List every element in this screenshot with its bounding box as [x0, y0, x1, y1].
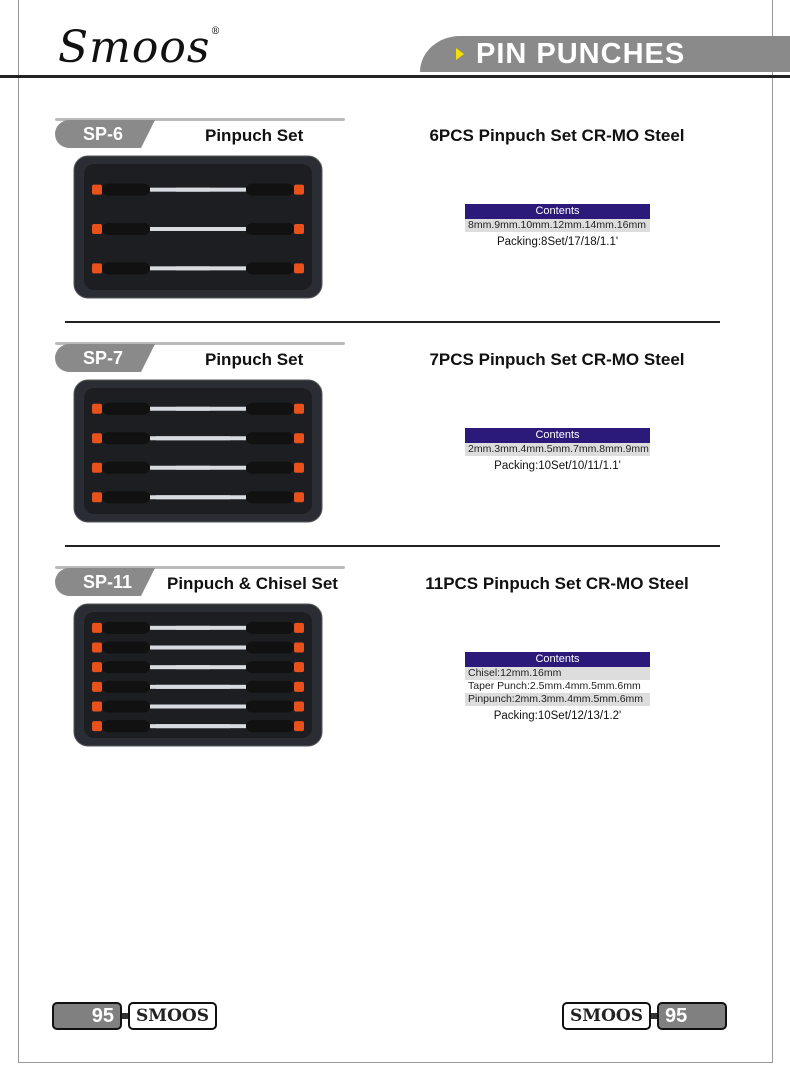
contents-header: Contents — [465, 428, 650, 443]
pin-punch — [176, 621, 304, 634]
product-image — [73, 379, 323, 523]
product-image — [73, 155, 323, 299]
contents-table: Contents 2mm.3mm.4mm.5mm.7mm.8mm.9mm — [465, 428, 650, 456]
product-name: Pinpuch & Chisel Set — [167, 574, 338, 593]
pin-punch — [156, 680, 304, 693]
pin-punch — [176, 461, 304, 474]
pin-punch — [156, 223, 304, 235]
page-border-bottom — [18, 1062, 773, 1063]
product-name: Pinpuch Set — [205, 350, 304, 369]
contents-row: Taper Punch:2.5mm.4mm.5mm.6mm — [468, 680, 641, 692]
banner-title: PIN PUNCHES — [476, 37, 686, 70]
product-title: 7PCS Pinpuch Set CR-MO Steel — [429, 350, 685, 369]
footer-brand: SMOOS — [128, 1002, 217, 1030]
footer-right: SMOOS 95 — [562, 1002, 727, 1030]
header-rule — [0, 75, 790, 78]
contents-row: Pinpunch:2mm.3mm.4mm.5mm.6mm — [465, 693, 650, 706]
section-divider — [65, 545, 720, 547]
page-border-right — [772, 0, 773, 1062]
product-sp-6: SP-6 Pinpuch Set 6PCS Pinpuch Set CR-MO S… — [0, 118, 790, 342]
product-tab: SP-7 Pinpuch Set — [55, 342, 345, 372]
product-sp-11: SP-11 Pinpuch & Chisel Set 11PCS Pinpuch … — [0, 566, 790, 790]
pin-punch — [156, 432, 304, 445]
pin-punch — [176, 700, 304, 713]
smoos-logo: Smoos® — [58, 22, 222, 73]
page-number: 95 — [657, 1002, 727, 1030]
contents-table: Contents 8mm.9mm.10mm.12mm.14mm.16mm — [465, 204, 650, 232]
page-border-left — [18, 0, 19, 1062]
product-image — [73, 603, 323, 747]
product-code: SP-6 — [55, 120, 155, 148]
contents-table: Contents Chisel:12mm.16mm Taper Punch:2.… — [465, 652, 650, 706]
product-code: SP-7 — [55, 344, 155, 372]
page-number: 95 — [52, 1002, 122, 1030]
pin-punch — [176, 183, 304, 196]
product-tab: SP-11 Pinpuch & Chisel Set — [55, 566, 345, 596]
contents-row: Chisel:12mm.16mm — [465, 667, 650, 680]
contents-row: 2mm.3mm.4mm.5mm.7mm.8mm.9mm — [465, 443, 650, 456]
pin-punch — [176, 402, 304, 415]
pin-punch — [176, 661, 304, 674]
footer-brand: SMOOS — [562, 1002, 651, 1030]
contents-header: Contents — [465, 652, 650, 667]
product-name: Pinpuch Set — [205, 126, 304, 145]
contents-row: 8mm.9mm.10mm.12mm.14mm.16mm — [465, 219, 650, 232]
pin-punch — [156, 641, 304, 654]
product-sp-7: SP-7 Pinpuch Set 7PCS Pinpuch Set CR-MO S… — [0, 342, 790, 566]
contents-header: Contents — [465, 204, 650, 219]
category-banner: PIN PUNCHES — [420, 36, 790, 72]
section-divider — [65, 321, 720, 323]
tray-inner — [84, 388, 312, 514]
footer-left: 95 SMOOS — [52, 1002, 217, 1030]
product-title: 6PCS Pinpuch Set CR-MO Steel — [429, 126, 685, 145]
triangle-icon — [456, 48, 464, 60]
packing-info: Packing:10Set/12/13/1.2' — [493, 710, 622, 722]
pin-punch — [176, 262, 304, 275]
product-tab: SP-6 Pinpuch Set — [55, 118, 345, 148]
pin-punch — [156, 491, 304, 504]
packing-info: Packing:8Set/17/18/1.1' — [496, 236, 619, 248]
pin-punch — [156, 720, 304, 733]
product-title: 11PCS Pinpuch Set CR-MO Steel — [425, 574, 689, 593]
product-code: SP-11 — [55, 568, 155, 596]
packing-info: Packing:10Set/10/11/1.1' — [494, 460, 621, 472]
